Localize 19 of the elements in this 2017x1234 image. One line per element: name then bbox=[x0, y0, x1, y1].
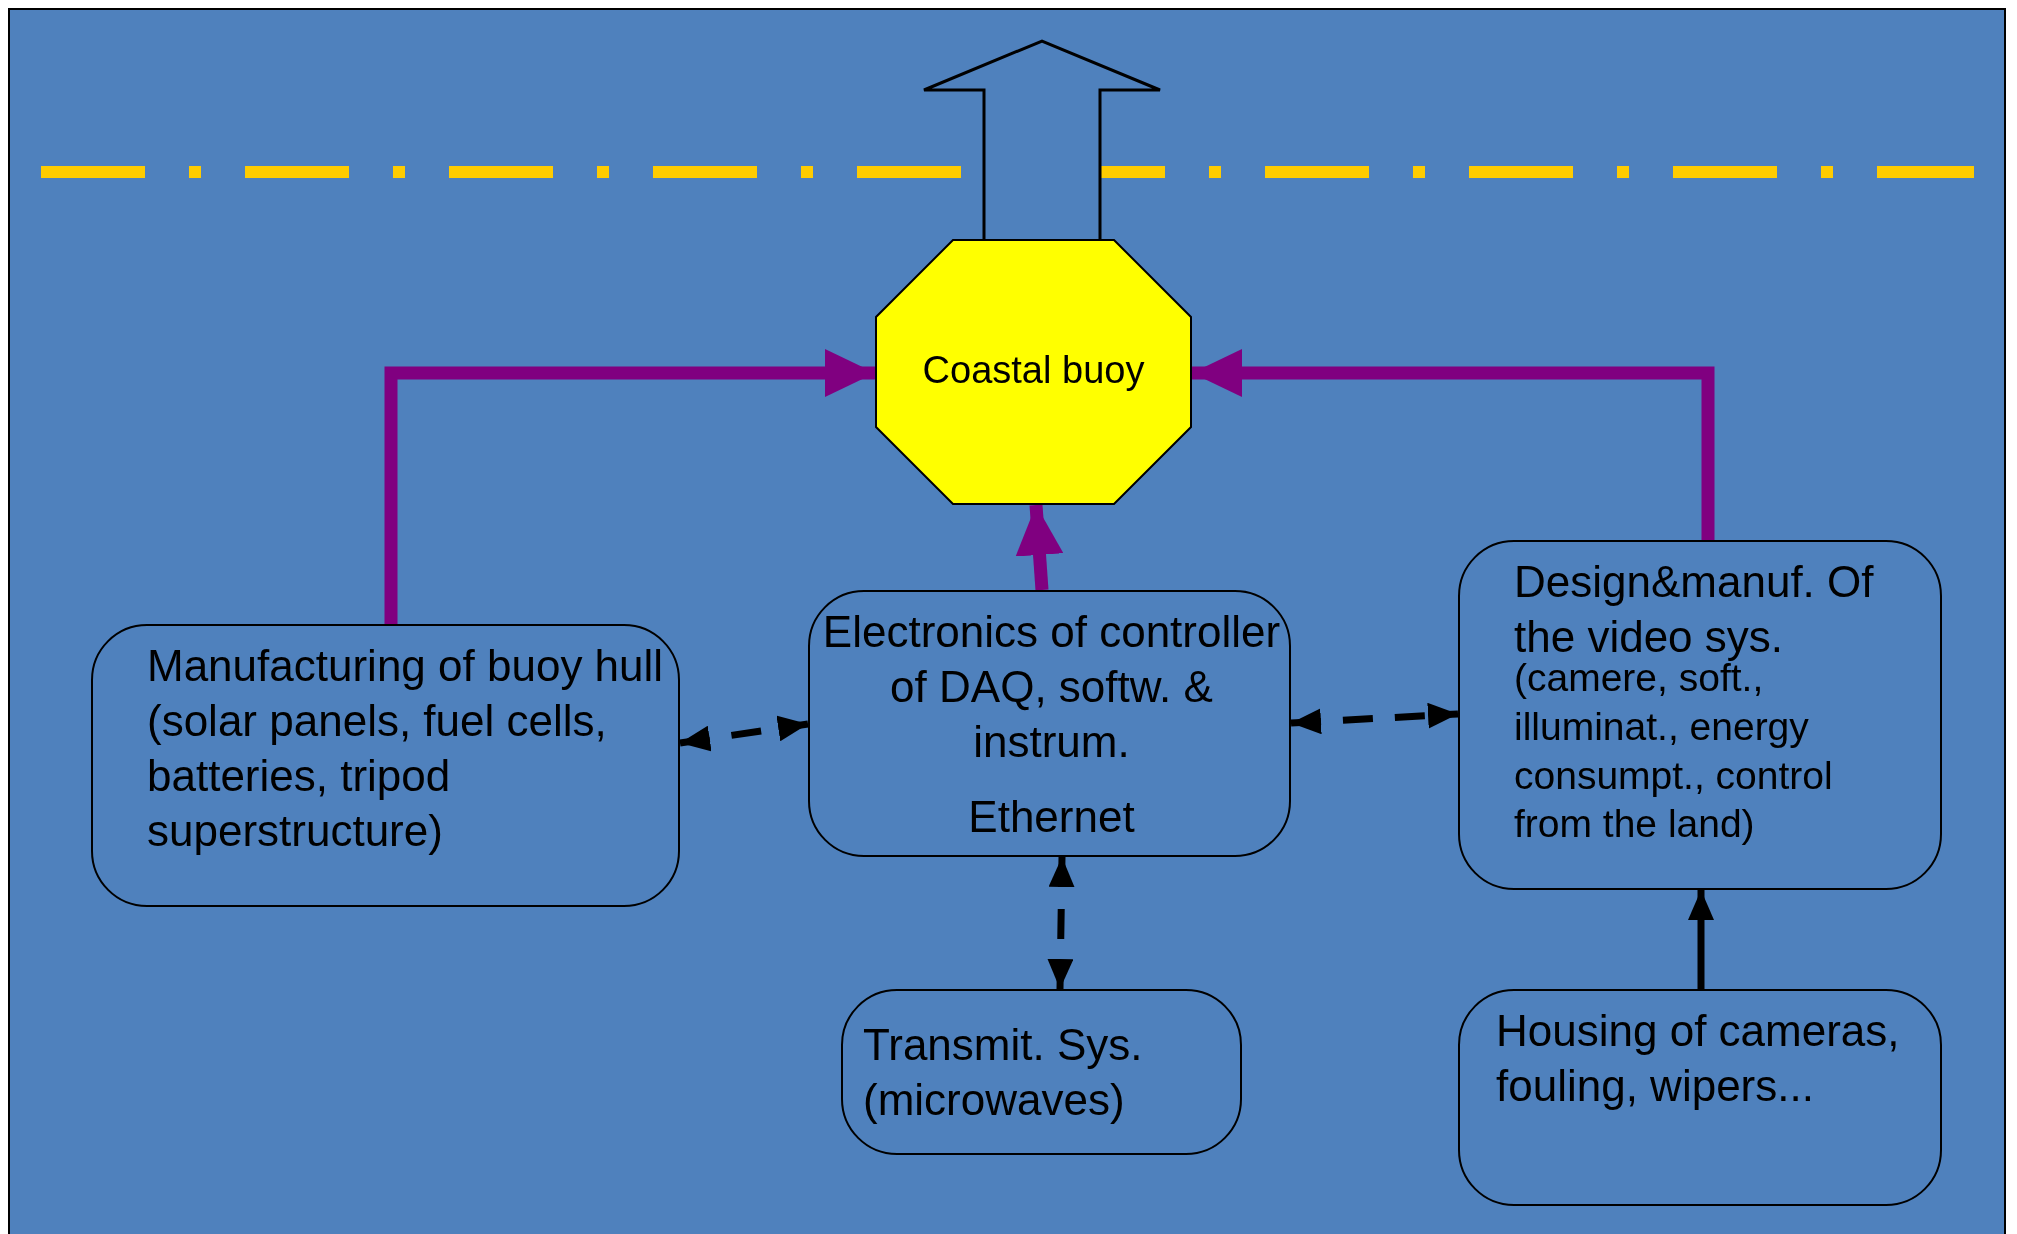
node-text: Coastal buoy bbox=[921, 348, 1146, 393]
arrow bbox=[1047, 856, 1075, 990]
process-box bbox=[841, 989, 1242, 1155]
node-text: Ethernet bbox=[967, 791, 1136, 843]
node-text: Housing of cameras, fouling, wipers... bbox=[1496, 1005, 1901, 1112]
node-text: Electronics of controller of DAQ, softw. & instrum. bbox=[821, 606, 1282, 768]
arrow bbox=[1290, 702, 1459, 735]
node-text: Transmit. Sys. (microwaves) bbox=[863, 1019, 1144, 1126]
block-arrow bbox=[922, 39, 1162, 241]
arrow bbox=[384, 349, 875, 624]
process-box bbox=[808, 590, 1291, 857]
process-box bbox=[1458, 989, 1942, 1206]
node-text: Manufacturing of buoy hull (solar panels, fuel cells, batteries, tripod superstructure) bbox=[147, 640, 665, 857]
arrow bbox=[1192, 349, 1715, 540]
arrow bbox=[679, 715, 809, 752]
buoy-octagon bbox=[875, 239, 1192, 505]
arrow bbox=[1015, 504, 1064, 591]
process-box bbox=[1458, 540, 1942, 890]
process-box bbox=[91, 624, 680, 907]
